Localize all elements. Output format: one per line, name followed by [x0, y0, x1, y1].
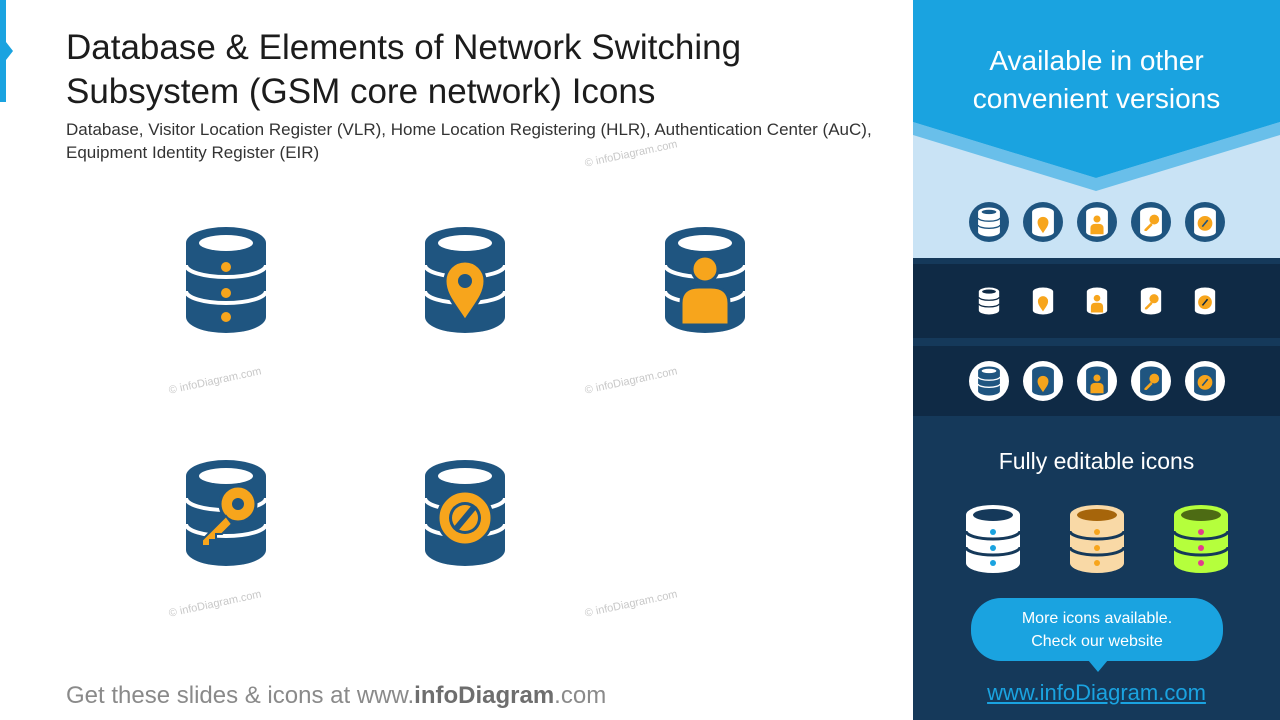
more-icons-bubble[interactable]: More icons available. Check our website	[971, 598, 1223, 661]
bubble-tip	[1088, 660, 1108, 672]
database-lime-variant-icon	[1172, 505, 1229, 573]
icon-row-plain	[913, 281, 1280, 321]
sidebar-title: Available in other convenient versions	[913, 42, 1280, 118]
hlr-white-chip-icon	[1076, 361, 1117, 401]
footer-text: Get these slides & icons at www.infoDiag…	[66, 682, 606, 710]
database-beige-variant-icon	[1068, 505, 1125, 573]
page-title: Database & Elements of Network Switching…	[66, 28, 742, 111]
footer-suffix: .com	[554, 682, 607, 709]
sidebar-panel: Available in other convenient versions F…	[913, 0, 1280, 720]
database-white-chip-icon	[968, 361, 1009, 401]
hlr-plain-icon	[1077, 281, 1117, 321]
page-subtitle: Database, Visitor Location Register (VLR…	[66, 120, 872, 162]
vlr-location-icon	[419, 225, 511, 335]
eir-white-chip-icon	[1184, 361, 1225, 401]
website-link[interactable]: www.infoDiagram.com	[987, 680, 1206, 705]
watermark: © infoDiagram.com	[167, 588, 263, 620]
icon-row-navy-chips	[913, 202, 1280, 242]
hlr-chip-icon	[1076, 202, 1117, 242]
icon-row-white-chips	[913, 361, 1280, 401]
auc-chip-icon	[1130, 202, 1171, 242]
vlr-chip-icon	[1022, 202, 1063, 242]
eir-chip-icon	[1184, 202, 1225, 242]
vlr-plain-icon	[1023, 281, 1063, 321]
database-plain-icon	[969, 281, 1009, 321]
watermark: © infoDiagram.com	[583, 588, 679, 620]
editable-icons-row	[913, 503, 1280, 575]
watermark: © infoDiagram.com	[583, 365, 679, 397]
footer-prefix: Get these slides & icons at www.	[66, 682, 415, 709]
auc-white-chip-icon	[1130, 361, 1171, 401]
watermark: © infoDiagram.com	[167, 365, 263, 397]
bubble-line2: Check our website	[1031, 632, 1163, 650]
accent-bar	[0, 0, 6, 102]
auc-key-icon	[180, 458, 272, 568]
eir-block-icon	[419, 458, 511, 568]
sidebar-title-line2: convenient versions	[972, 83, 1221, 114]
bubble-line1: More icons available.	[1021, 609, 1173, 627]
database-chip-icon	[968, 202, 1009, 242]
hlr-user-icon	[659, 225, 751, 335]
editable-title: Fully editable icons	[998, 448, 1195, 474]
database-white-variant-icon	[964, 505, 1021, 573]
database-icon	[180, 225, 272, 335]
sidebar-title-line1: Available in other	[989, 45, 1204, 76]
footer-brand: infoDiagram	[414, 682, 555, 709]
eir-plain-icon	[1185, 281, 1225, 321]
accent-notch	[6, 42, 13, 60]
vlr-white-chip-icon	[1022, 361, 1063, 401]
auc-plain-icon	[1131, 281, 1171, 321]
